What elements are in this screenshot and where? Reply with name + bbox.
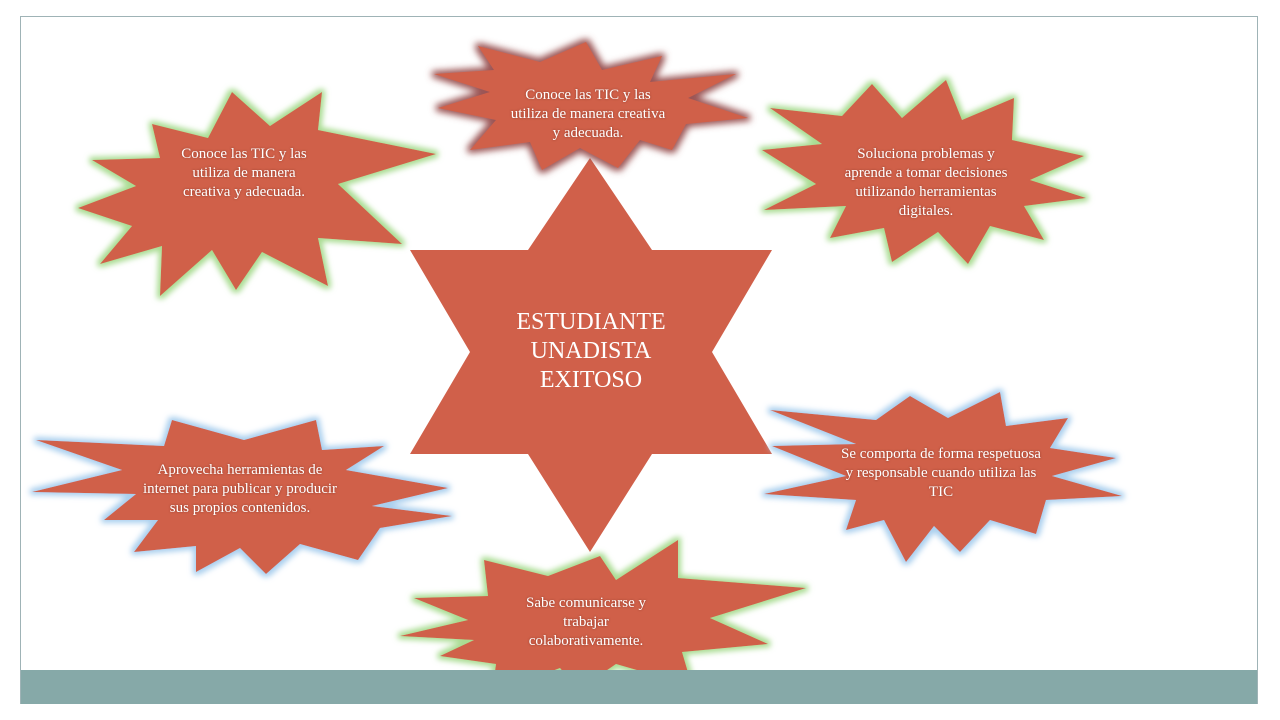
burst-top-left-shape [78, 92, 436, 296]
burst-top-right-shape [762, 80, 1086, 264]
footer-bar [21, 670, 1257, 704]
burst-top-shape [434, 42, 748, 170]
burst-bottom-right-label: Se comporta de forma respetuosa y respon… [841, 446, 1041, 500]
burst-top-left-label: Conoce las TIC y las utiliza de manera c… [181, 146, 307, 200]
burst-bottom-left-label: Aprovecha herramientas de internet para … [142, 462, 338, 516]
burst-bottom-shape [400, 540, 806, 694]
burst-bottom-label: Sabe comunicarse y trabajar colaborativa… [526, 595, 646, 649]
burst-bottom-left-shape [32, 420, 452, 574]
center-title: ESTUDIANTE UNADISTA EXITOSO [516, 309, 666, 393]
center-star [410, 158, 772, 552]
burst-bottom-right-shape [764, 392, 1122, 562]
burst-top-right-label: Soluciona problemas y aprende a tomar de… [844, 146, 1008, 219]
burst-top-label: Conoce las TIC y las utiliza de manera c… [510, 87, 666, 141]
